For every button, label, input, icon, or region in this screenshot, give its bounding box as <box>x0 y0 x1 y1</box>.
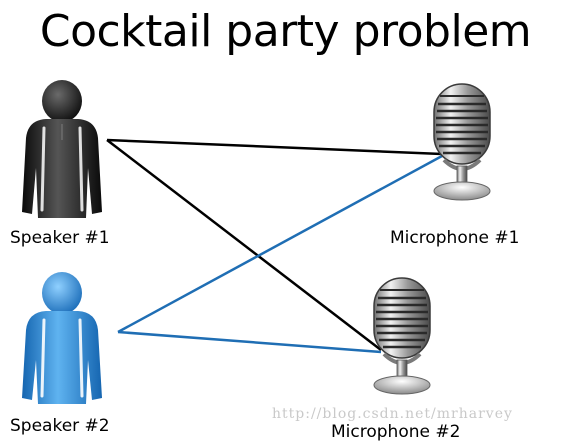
diagram-title: Cocktail party problem <box>39 6 532 57</box>
watermark-text: http://blog.csdn.net/mrharvey <box>272 406 513 422</box>
speaker-1-person-icon <box>22 80 102 218</box>
connection-s1-m1 <box>106 138 443 156</box>
microphone-1-icon <box>433 83 491 201</box>
speaker-2-person-icon <box>22 272 102 404</box>
microphone-2-icon <box>373 277 431 395</box>
connection-s1-m2 <box>106 139 382 351</box>
speaker-2-label: Speaker #2 <box>10 416 110 436</box>
connection-s2-m1 <box>117 154 443 334</box>
microphone-2-label: Microphone #2 <box>331 422 461 442</box>
speaker-1-label: Speaker #1 <box>10 228 110 248</box>
connection-s2-m2 <box>117 330 382 354</box>
microphone-1-label: Microphone #1 <box>390 228 520 248</box>
